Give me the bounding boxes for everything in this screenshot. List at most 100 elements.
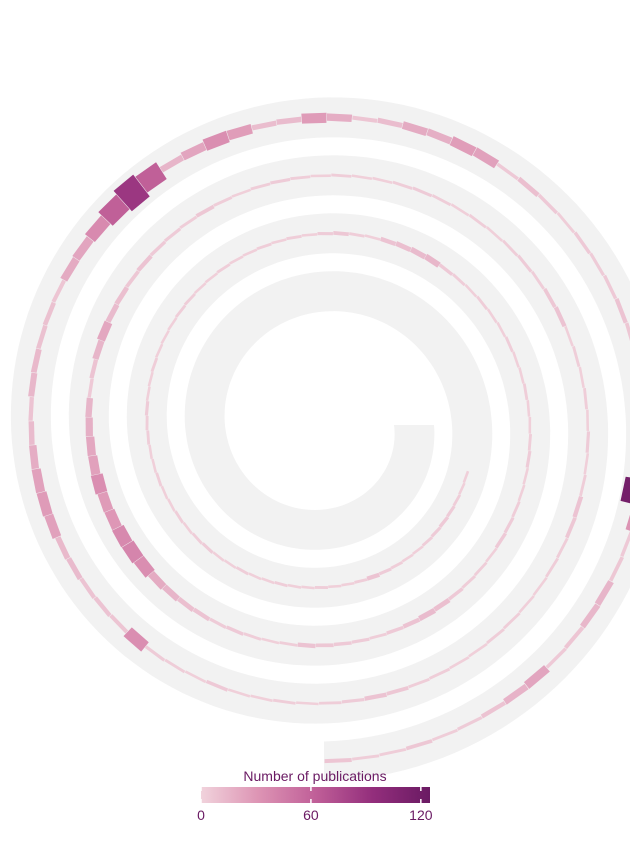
spiral-bar (485, 547, 498, 563)
spiral-bar (235, 566, 249, 576)
spiral-bar (125, 270, 140, 288)
spiral-bar (349, 232, 365, 238)
spiral-bar (468, 213, 487, 229)
spiral-bar (177, 596, 195, 612)
spiral-bar (179, 215, 198, 229)
spiral-bar (72, 236, 94, 261)
spiral-bar (431, 728, 458, 742)
colorbar-tick-label: 60 (303, 807, 319, 823)
spiral-bar (528, 416, 532, 434)
spiral-bar (523, 665, 550, 689)
spiral-bar (136, 254, 153, 272)
spiral-bar (261, 577, 275, 585)
spiral-bar (144, 401, 150, 416)
spiral-bar (386, 625, 404, 635)
colorbar-title: Number of publications (243, 768, 386, 784)
spiral-bar (155, 472, 163, 487)
spiral-bar (87, 378, 94, 398)
spiral-bar (609, 556, 624, 582)
spiral-bar (402, 617, 421, 629)
spiral-bar (315, 643, 334, 648)
spiral-bar (522, 467, 530, 485)
spiral-bar (149, 240, 167, 257)
spiral-bar (625, 514, 630, 531)
spiral-bar (583, 387, 589, 410)
spiral-bar (352, 754, 380, 761)
spiral-bar (517, 254, 533, 273)
spiral-bar (472, 147, 500, 169)
spiral-bar (341, 698, 365, 704)
spiral-bar (276, 116, 302, 125)
spiral-bar (395, 241, 412, 253)
spiral-bar (191, 532, 203, 545)
spiral-bar (202, 130, 230, 151)
spiral-bar (164, 658, 186, 674)
spiral-bar (486, 308, 498, 324)
spiral-bar (556, 537, 569, 559)
spiral-bar (209, 617, 227, 629)
spiral-bar (90, 473, 108, 495)
spiral-bar (527, 433, 533, 451)
spiral-bar (205, 679, 229, 692)
spiral-bar (216, 263, 231, 274)
spiral-bar (352, 115, 378, 123)
spiral-bar (290, 175, 311, 181)
spiral-bar (147, 371, 154, 387)
spiral-bar (28, 372, 38, 397)
spiral-bar (364, 234, 381, 241)
spiral-bar (412, 545, 424, 556)
spiral-bar (92, 339, 105, 360)
spiral-bar (183, 292, 196, 306)
spiral-bar (204, 272, 219, 284)
spiral-bar (602, 274, 618, 300)
spiral-bar (620, 531, 630, 558)
spiral-bar (458, 482, 466, 495)
spiral-bar (274, 581, 288, 588)
spiral-bar (114, 286, 129, 306)
spiral-bar (145, 386, 151, 402)
spiral-bar (212, 551, 225, 562)
spiral-bar (532, 576, 548, 596)
spiral-bar (193, 282, 207, 295)
spiral-bar (537, 193, 559, 215)
spiral-bar (401, 553, 414, 563)
spiral-bar (150, 357, 159, 373)
spiral-bar (93, 596, 112, 618)
spiral-bar (522, 383, 529, 401)
spiral-bar (148, 571, 167, 590)
spiral-bar (503, 516, 515, 534)
spiral-bar (620, 476, 630, 504)
spiral-bar (452, 494, 462, 507)
spiral-bar (97, 491, 114, 513)
spiral-bar (162, 584, 180, 602)
spiral-bar (565, 517, 577, 539)
spiral-bar (88, 455, 101, 476)
spiral-bar (496, 162, 519, 181)
spiral-bar (512, 351, 520, 368)
spiral-bar (405, 739, 433, 751)
spiral-bar (518, 367, 525, 384)
spiral-bar (573, 231, 592, 255)
spiral-bar (85, 397, 94, 418)
spiral-bar (504, 336, 514, 353)
spiral-bar (418, 608, 437, 622)
spiral-bar (333, 641, 352, 647)
spiral-bar (379, 748, 407, 757)
spiral-bar (250, 182, 271, 191)
spiral-bar (564, 626, 585, 650)
spiral-bar (572, 495, 584, 518)
spiral-bar (270, 177, 291, 185)
spiral-bar (123, 627, 149, 652)
spiral-bar (594, 580, 614, 606)
spiral-bar (28, 445, 39, 470)
spiral-bar (354, 578, 368, 584)
spiral-bar (583, 453, 590, 475)
spiral-bar (449, 136, 477, 157)
colorbar-tick-label: 0 (197, 807, 205, 823)
spiral-bar (317, 231, 334, 236)
spiral-bar (485, 226, 504, 242)
spiral-bar (572, 345, 581, 368)
spiral-bar (409, 246, 427, 260)
spiral-track (10, 97, 630, 782)
spiral-bar (421, 536, 434, 547)
